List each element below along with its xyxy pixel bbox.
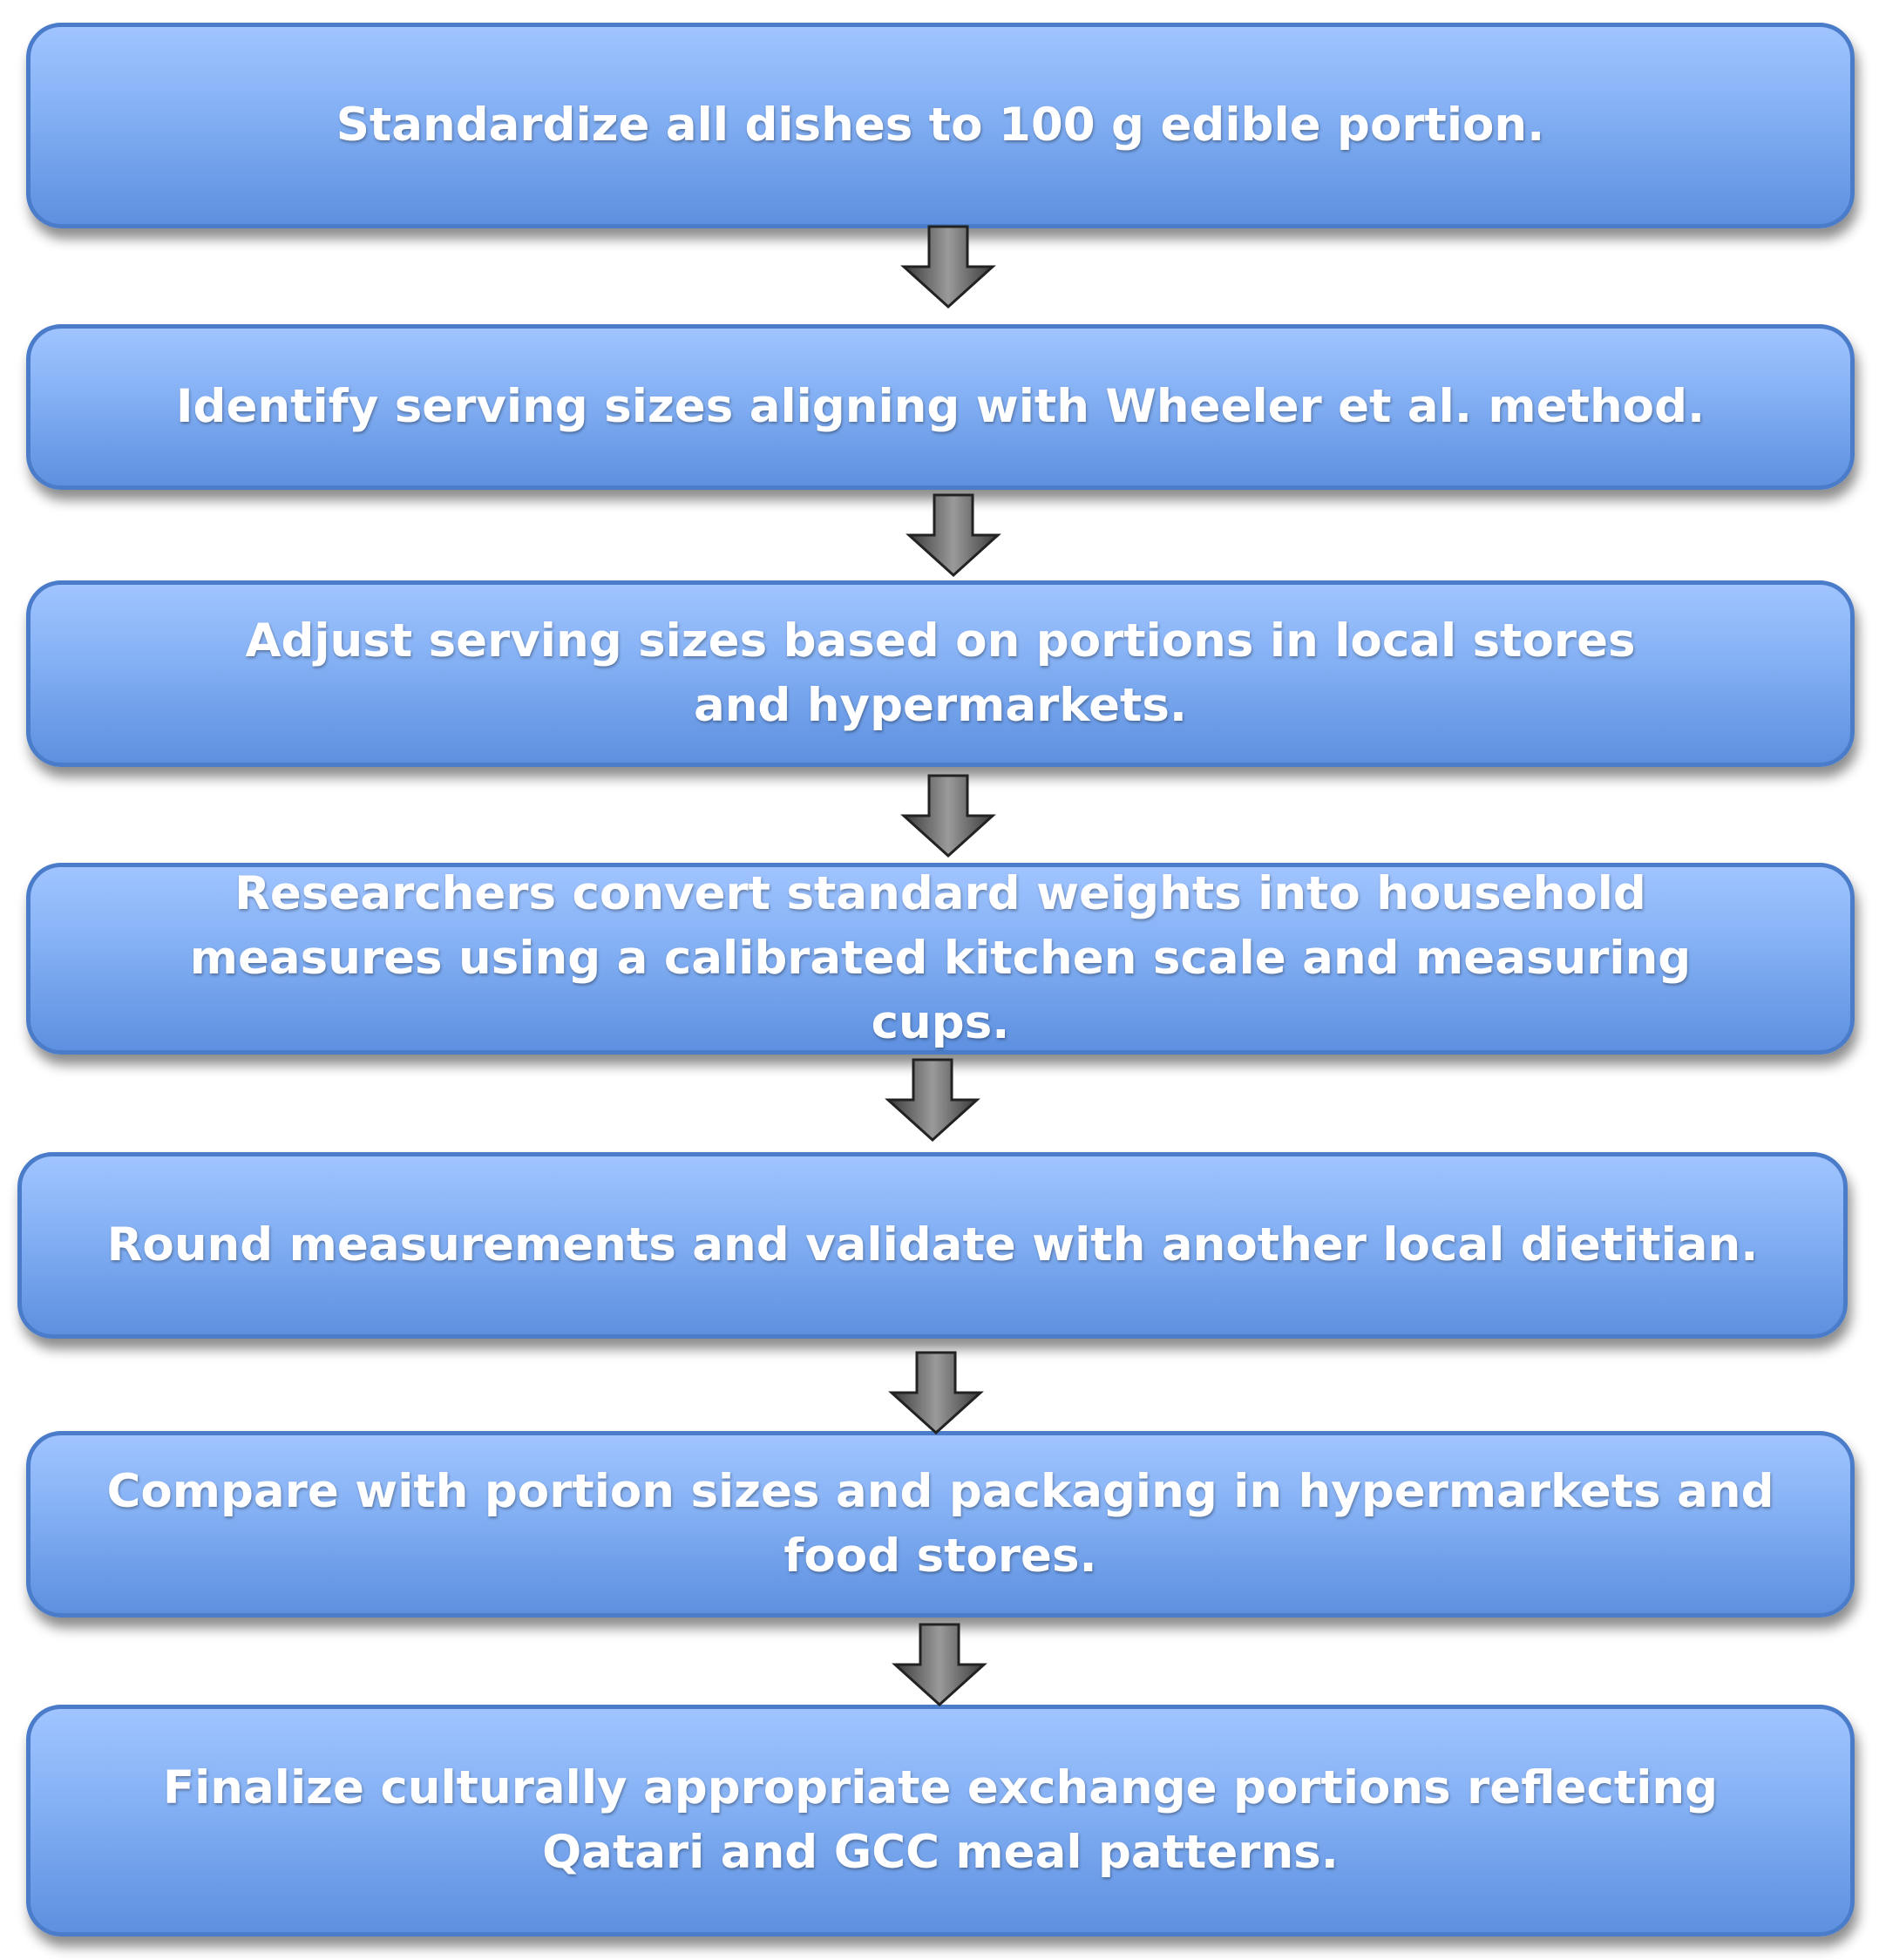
down-arrow-icon [885, 1058, 980, 1142]
step-6-text: Compare with portion sizes and packaging… [106, 1465, 1774, 1583]
step-2-box: Identify serving sizes aligning with Whe… [26, 324, 1855, 490]
step-1-text: Standardize all dishes to 100 g edible p… [336, 98, 1545, 152]
step-5-text: Round measurements and validate with ano… [106, 1218, 1759, 1272]
down-arrow-icon [900, 225, 996, 309]
step-1-box: Standardize all dishes to 100 g edible p… [26, 23, 1855, 228]
step-3-box: Adjust serving sizes based on portions i… [26, 580, 1855, 767]
step-4-text: Researchers convert standard weights int… [189, 867, 1692, 1049]
down-arrow-icon [900, 774, 996, 858]
down-arrow-icon [892, 1623, 987, 1706]
down-arrow-icon [906, 493, 1001, 577]
step-5-box: Round measurements and validate with ano… [17, 1152, 1848, 1339]
down-arrow-icon [888, 1351, 984, 1434]
step-6-box: Compare with portion sizes and packaging… [26, 1431, 1855, 1618]
step-3-text: Adjust serving sizes based on portions i… [245, 614, 1636, 732]
step-7-box: Finalize culturally appropriate exchange… [26, 1705, 1855, 1936]
step-4-box: Researchers convert standard weights int… [26, 863, 1855, 1055]
step-2-text: Identify serving sizes aligning with Whe… [175, 380, 1706, 433]
step-7-text: Finalize culturally appropriate exchange… [162, 1761, 1719, 1879]
